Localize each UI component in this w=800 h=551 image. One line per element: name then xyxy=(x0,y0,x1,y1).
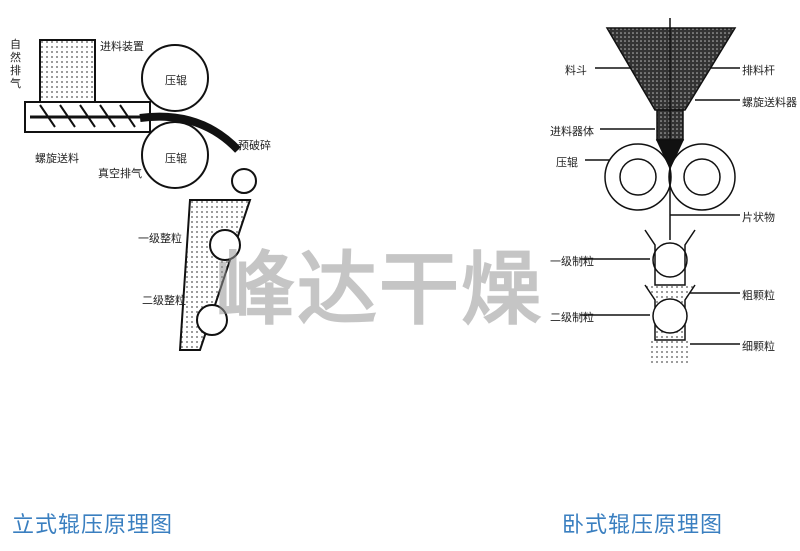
vertical-press-drawing xyxy=(24,39,257,351)
label-stage2: 二级整粒 xyxy=(142,294,186,307)
label-screw-feed: 螺旋送料 xyxy=(35,152,79,165)
label-stage2-granulation: 二级制粒 xyxy=(550,311,594,324)
watermark: 峰达干燥 xyxy=(215,243,543,336)
label-coarse: 粗颗粒 xyxy=(742,289,775,302)
left-caption: 立式辊压原理图 xyxy=(12,513,174,538)
label-fine: 细颗粒 xyxy=(742,340,775,353)
label-stage1: 一级整粒 xyxy=(138,232,182,245)
label-feeder: 进料装置 xyxy=(100,40,144,53)
label-roller-top: 压辊 xyxy=(165,74,187,87)
label-hopper: 料斗 xyxy=(565,64,587,77)
label-roller-bottom: 压辊 xyxy=(165,152,187,165)
label-vacuum-exhaust: 真空排气 xyxy=(98,167,142,180)
label-roller: 压辊 xyxy=(556,156,578,169)
right-caption: 卧式辊压原理图 xyxy=(562,513,724,538)
label-screw-feeder: 螺旋送料器 xyxy=(742,96,797,109)
label-feeder-body: 进料器体 xyxy=(550,125,594,138)
label-natural-exhaust: 自然排气 xyxy=(10,38,21,90)
label-flakes: 片状物 xyxy=(742,211,775,224)
horizontal-press-drawing xyxy=(580,18,740,365)
label-pre-crush: 预破碎 xyxy=(238,139,271,152)
label-discharge-rod: 排料杆 xyxy=(742,64,775,77)
label-stage1-granulation: 一级制粒 xyxy=(550,255,594,268)
